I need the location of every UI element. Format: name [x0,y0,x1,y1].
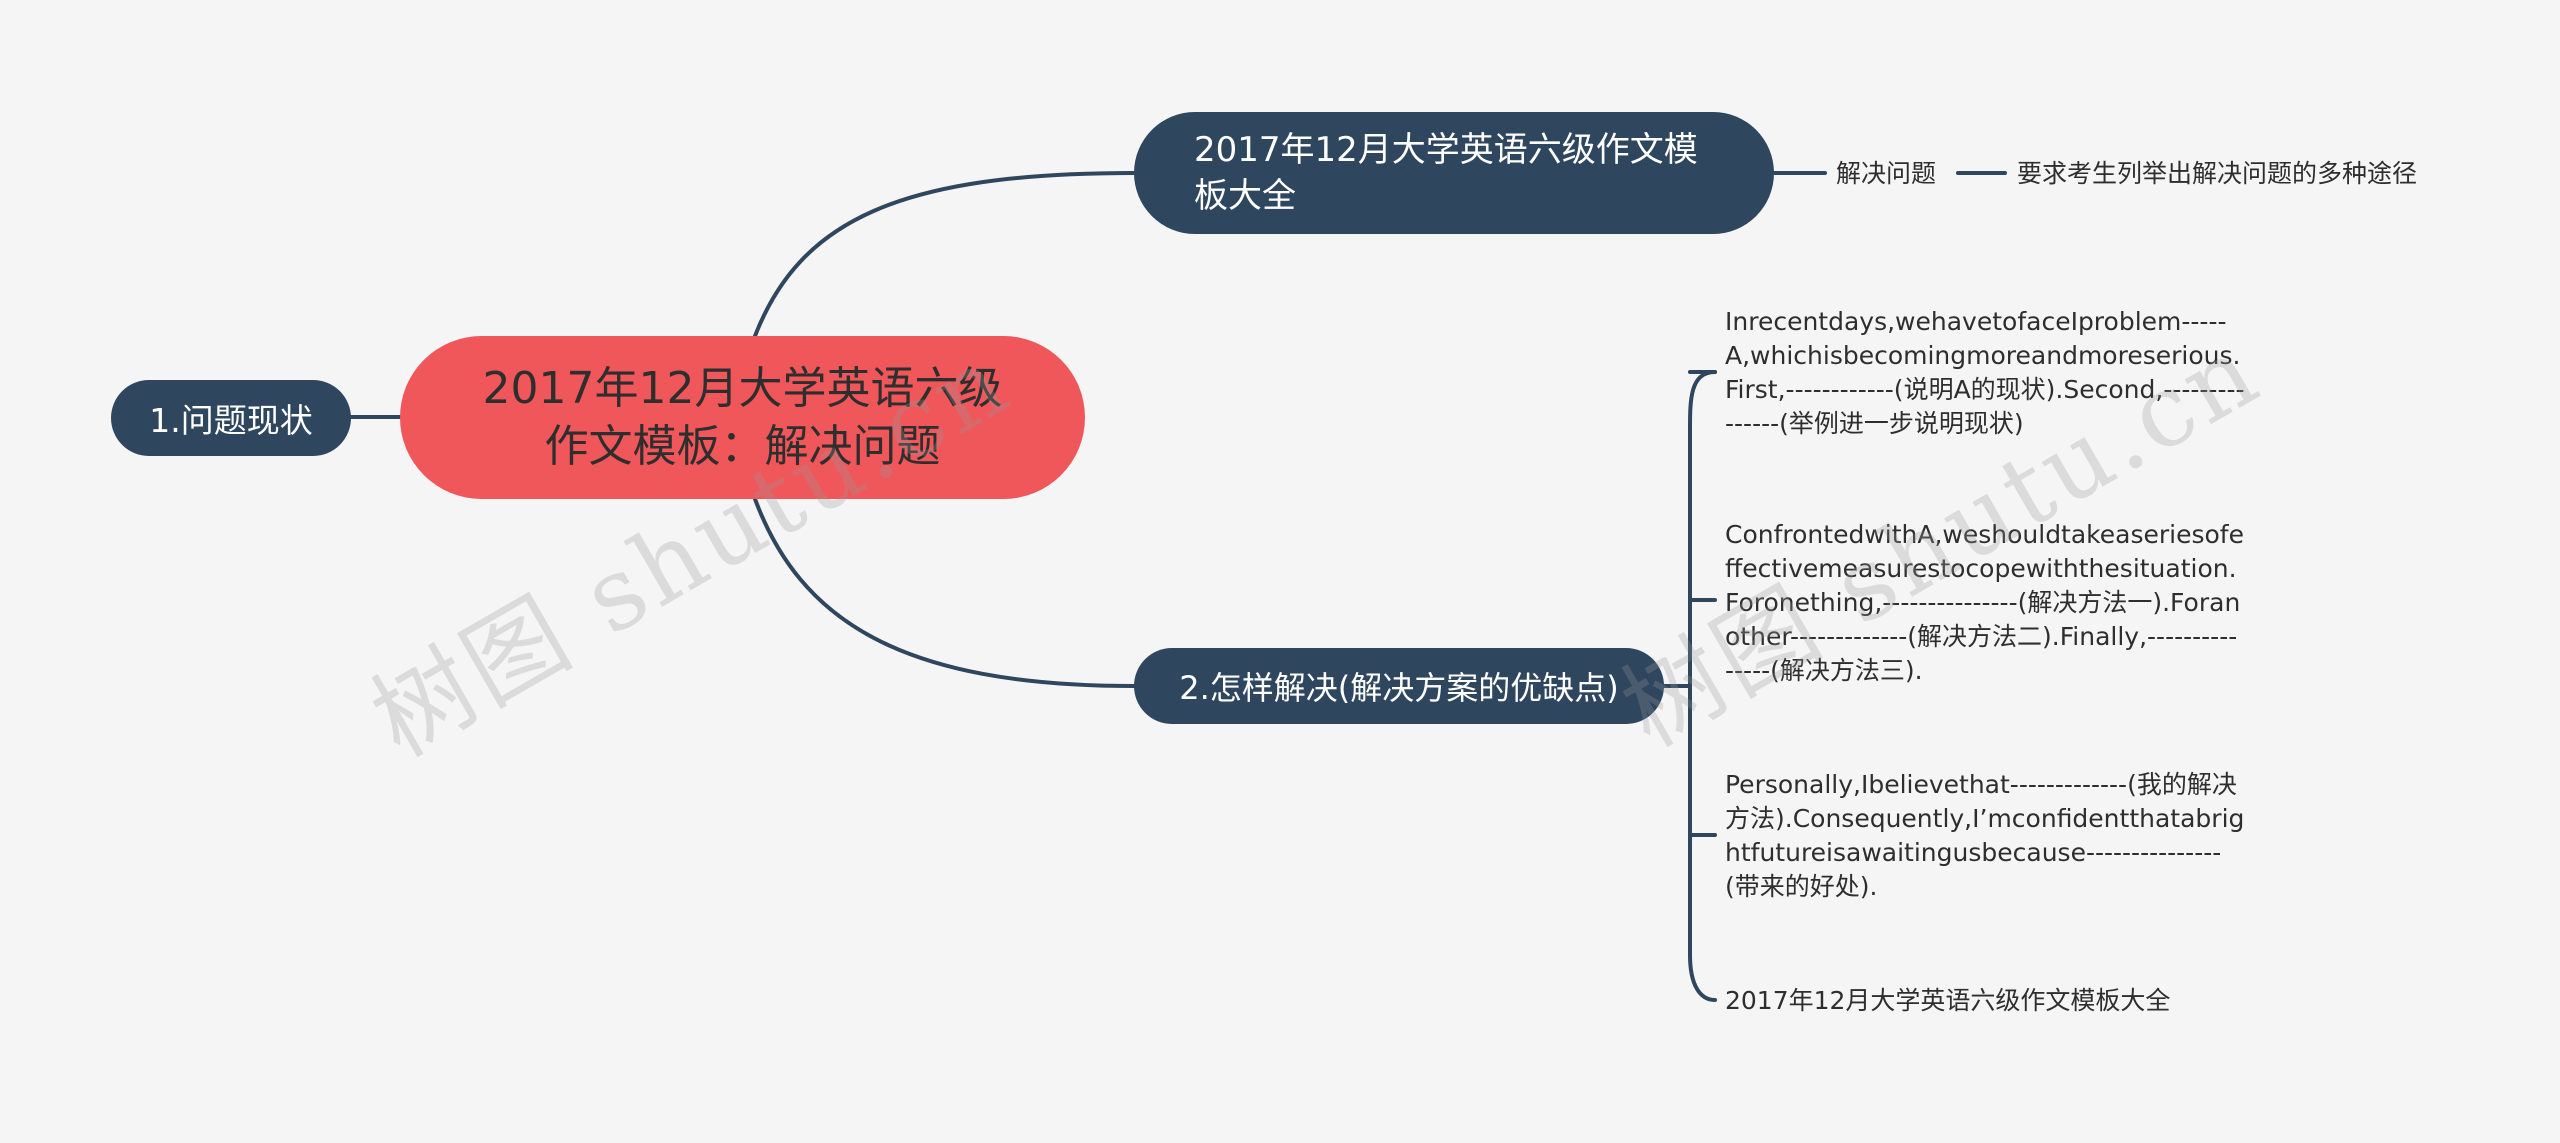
branch-node-how-to-solve[interactable]: 2.怎样解决(解决方案的优缺点) [1134,648,1664,724]
leaf-paragraph-2[interactable]: ConfrontedwithA,weshouldtakeaseriesofeff… [1725,520,2244,685]
branch-node-label: 2017年12月大学英语六级作文模板大全 [1194,130,1698,216]
branch-node-template-collection[interactable]: 2017年12月大学英语六级作文模板大全 [1134,112,1774,234]
link-root-top [753,171,1136,338]
leaf-paragraph-1[interactable]: Inrecentdays,wehavetofaceIproblem-----A,… [1725,307,2245,438]
leaf-solve-problem[interactable]: 解决问题 [1836,159,1937,188]
leaf-requirement[interactable]: 要求考生列举出解决问题的多种途径 [2017,159,2418,188]
leaf-paragraph-3[interactable]: Personally,Ibelievethat-------------(我的解… [1725,770,2245,901]
root-node-label: 2017年12月大学英语六级作文模板：解决问题 [482,362,1003,472]
branch-node-label: 2.怎样解决(解决方案的优缺点) [1179,669,1619,707]
root-node[interactable]: 2017年12月大学英语六级作文模板：解决问题 [400,336,1085,499]
link-root-bottom [753,497,1136,688]
link-bottom-bracket [1688,370,1717,1002]
branch-node-label: 1.问题现状 [149,401,313,440]
branch-node-problem-status[interactable]: 1.问题现状 [111,380,351,456]
leaf-template-title[interactable]: 2017年12月大学英语六级作文模板大全 [1725,986,2171,1015]
